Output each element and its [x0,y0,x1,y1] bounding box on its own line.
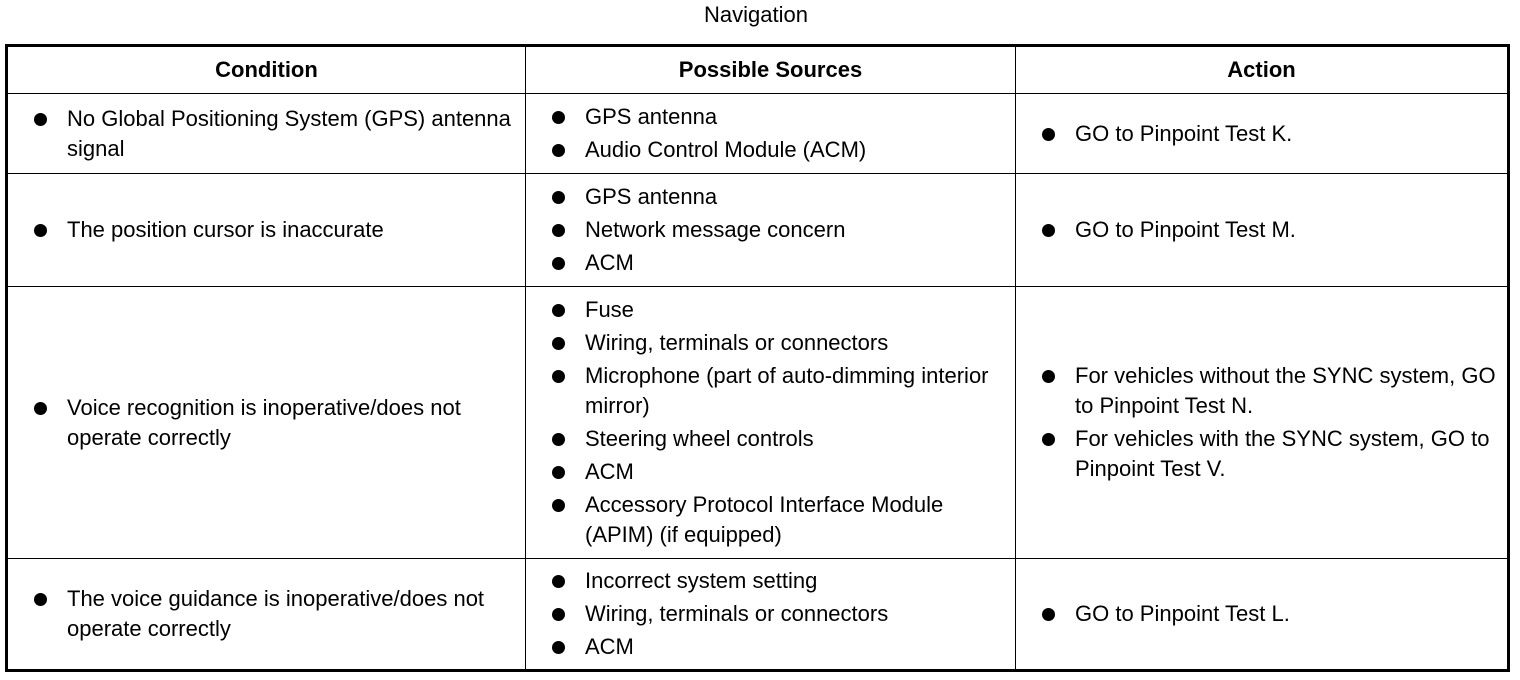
list-item: No Global Positioning System (GPS) anten… [33,104,517,164]
list-item: Wiring, terminals or connectors [551,328,1007,358]
list-item: ACM [551,632,1007,662]
header-action: Action [1015,45,1509,94]
list-item: Microphone (part of auto-dimming interio… [551,361,1007,421]
list-item: GO to Pinpoint Test L. [1041,599,1499,629]
list-item: GPS antenna [551,102,1007,132]
list-item: GO to Pinpoint Test K. [1041,119,1499,149]
sources-cell: Incorrect system setting Wiring, termina… [525,558,1016,671]
list-item: Fuse [551,295,1007,325]
list-item: Incorrect system setting [551,566,1007,596]
table-row: The voice guidance is inoperative/does n… [6,558,1509,671]
list-item: Voice recognition is inoperative/does no… [33,393,517,453]
list-item: GO to Pinpoint Test M. [1041,215,1499,245]
condition-cell: The position cursor is inaccurate [6,173,526,287]
action-cell: For vehicles without the SYNC system, GO… [1015,286,1509,559]
action-cell: GO to Pinpoint Test M. [1015,173,1509,287]
list-item: For vehicles without the SYNC system, GO… [1041,361,1499,421]
list-item: ACM [551,248,1007,278]
diagnostic-table: Condition Possible Sources Action No Glo… [5,44,1510,672]
table-caption: Navigation [704,2,808,27]
list-item: ACM [551,457,1007,487]
list-item: Accessory Protocol Interface Module (API… [551,490,1007,550]
list-item: For vehicles with the SYNC system, GO to… [1041,424,1499,484]
sources-cell: GPS antenna Audio Control Module (ACM) [525,93,1016,174]
action-cell: GO to Pinpoint Test K. [1015,93,1509,174]
condition-cell: No Global Positioning System (GPS) anten… [6,93,526,174]
sources-cell: GPS antenna Network message concern ACM [525,173,1016,287]
table-row: Voice recognition is inoperative/does no… [6,286,1509,559]
condition-cell: Voice recognition is inoperative/does no… [6,286,526,559]
action-cell: GO to Pinpoint Test L. [1016,559,1509,671]
list-item: Audio Control Module (ACM) [551,135,1007,165]
sources-cell: Fuse Wiring, terminals or connectors Mic… [525,286,1016,559]
table-row: No Global Positioning System (GPS) anten… [6,93,1509,174]
table-row: The position cursor is inaccurate GPS an… [6,173,1509,287]
list-item: Steering wheel controls [551,424,1007,454]
header-row: Condition Possible Sources Action [6,45,1509,94]
condition-cell: The voice guidance is inoperative/does n… [6,558,526,671]
header-possible-sources: Possible Sources [525,45,1016,94]
list-item: The position cursor is inaccurate [33,215,517,245]
header-condition: Condition [6,45,526,94]
list-item: The voice guidance is inoperative/does n… [33,584,517,644]
list-item: Network message concern [551,215,1007,245]
list-item: GPS antenna [551,182,1007,212]
list-item: Wiring, terminals or connectors [551,599,1007,629]
